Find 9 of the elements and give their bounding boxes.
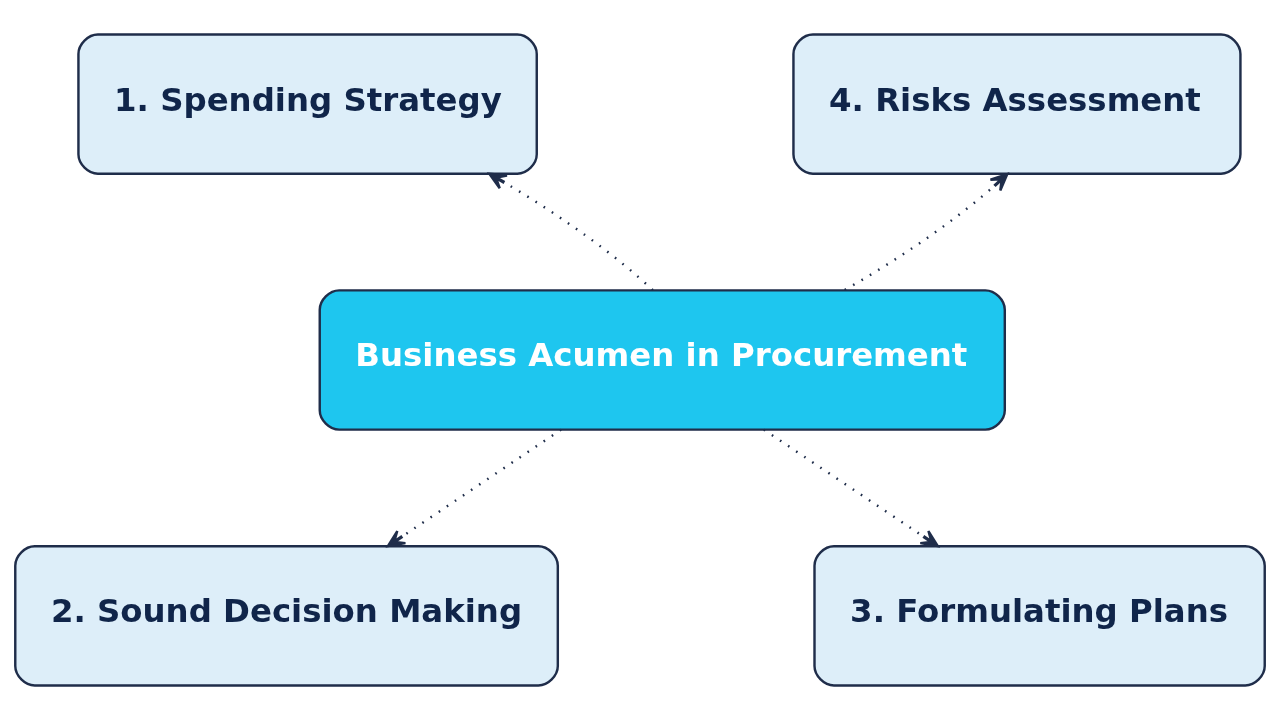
arrow xyxy=(488,172,654,292)
node-box: 3. Formulating Plans xyxy=(813,545,1266,687)
node-box: 2. Sound Decision Making xyxy=(14,545,560,687)
node-box: 4. Risks Assessment xyxy=(792,33,1242,175)
node-box: Business Acumen in Procurement xyxy=(318,289,1006,431)
arrow xyxy=(386,428,562,548)
arrow xyxy=(844,172,1009,291)
node-box: 1. Spending Strategy xyxy=(77,33,538,175)
arrow xyxy=(763,428,940,548)
